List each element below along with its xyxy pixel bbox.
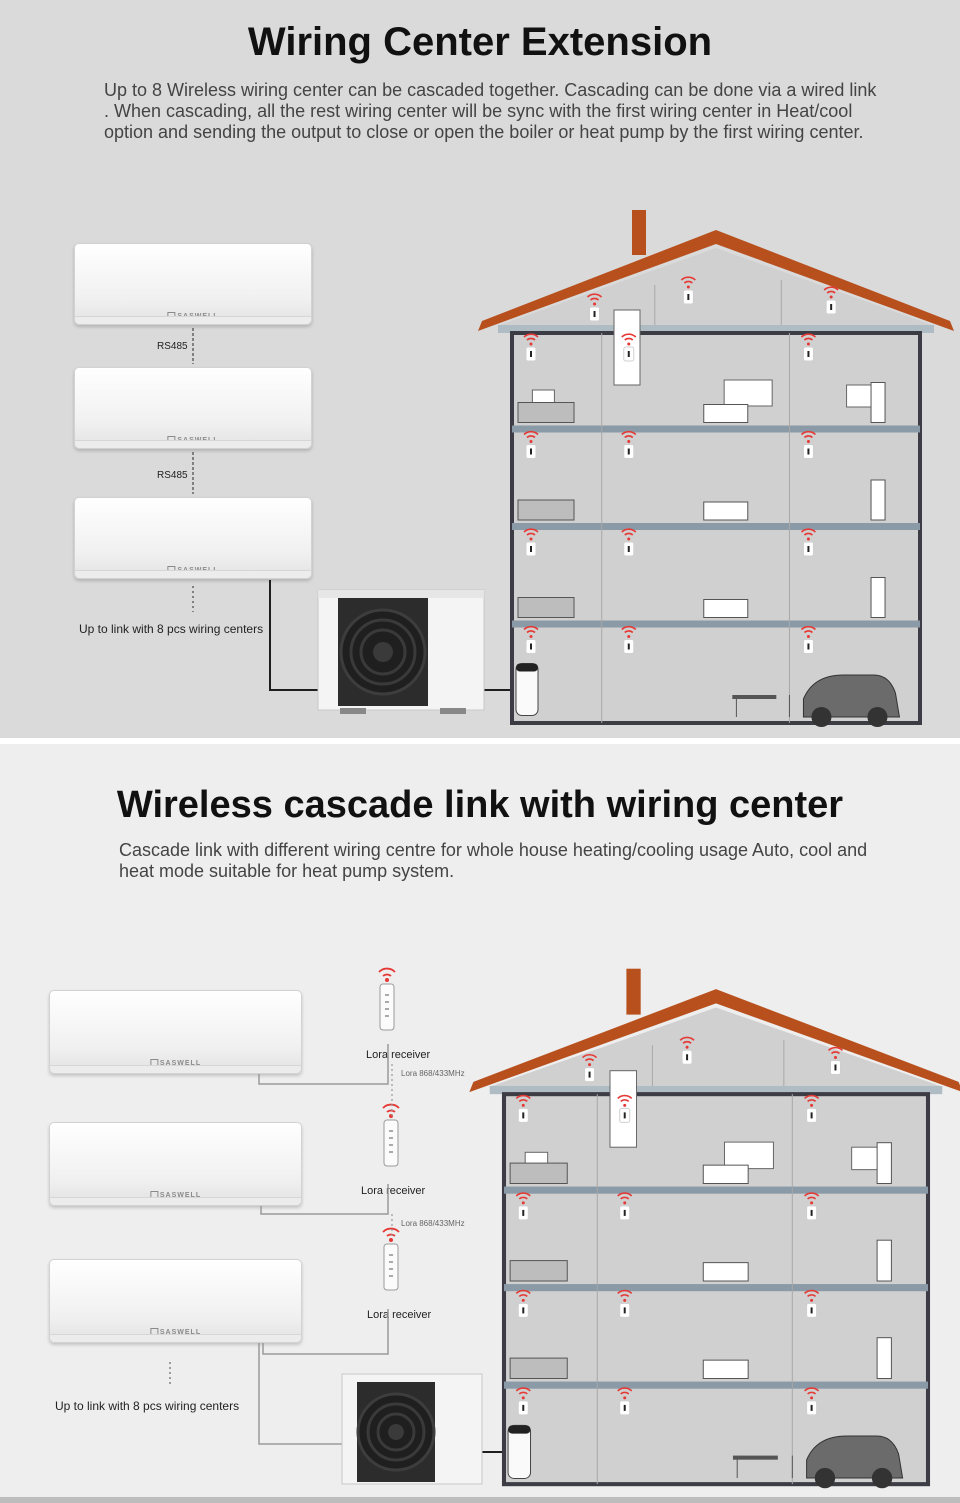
- wireless-cascade-panel: Wireless cascade link with wiring center…: [0, 744, 960, 1499]
- thermostat-icon: [823, 286, 839, 315]
- thermostat-icon: [515, 1387, 531, 1416]
- thermostat-icon: [804, 1387, 820, 1416]
- thermostat-icon: [582, 1053, 598, 1083]
- thermostat-icon: [800, 625, 816, 654]
- thermostat-icon: [523, 625, 539, 654]
- section-title: Wiring Center Extension: [247, 20, 713, 64]
- thermostat-icon: [804, 1289, 820, 1318]
- thermostat-icon: [515, 1094, 531, 1123]
- thermostat-icon: [617, 1387, 633, 1416]
- water-tank-icon: [507, 1424, 532, 1479]
- thermostat-icon: [515, 1192, 531, 1221]
- wiring-center-unit: SASWELL: [49, 990, 302, 1074]
- extension-note: Up to link with 8 pcs wiring centers: [55, 1399, 240, 1413]
- thermostat-icon: [621, 625, 637, 654]
- thermostat-icon: [804, 1192, 820, 1221]
- heat-pump-icon: [341, 1373, 483, 1485]
- thermostat-icon: [523, 430, 539, 459]
- thermostat-icon: [617, 1289, 633, 1318]
- thermostat-icon: [617, 1192, 633, 1221]
- thermostat-icon: [804, 1094, 820, 1123]
- thermostat-icon: [523, 333, 539, 362]
- wiring-center-unit: SASWELL: [49, 1122, 302, 1206]
- car-icon: [802, 674, 901, 727]
- car-icon: [806, 1435, 904, 1489]
- section-title: Wireless cascade link with wiring center: [116, 784, 844, 826]
- thermostat-icon: [679, 1036, 695, 1065]
- thermostat-icon: [617, 1094, 633, 1123]
- lora-receiver-label: Lora receiver: [367, 1309, 432, 1321]
- thermostat-icon: [523, 528, 539, 557]
- wiring-diagram-bottom: [169, 967, 960, 1489]
- frequency-label: Lora 868/433MHz: [401, 1069, 465, 1078]
- house-illustration: [469, 968, 960, 1489]
- rs485-label: RS485: [157, 341, 188, 352]
- wiring-diagram-top: [192, 210, 954, 727]
- heat-pump-icon: [317, 589, 485, 714]
- frequency-label: Lora 868/433MHz: [401, 1219, 465, 1228]
- thermostat-icon: [515, 1289, 531, 1318]
- thermostat-icon: [800, 528, 816, 557]
- wiring-extension-panel: Wiring Center Extension Up to 8 Wireless…: [0, 0, 960, 738]
- wiring-center-unit: SASWELL: [74, 243, 312, 325]
- thermostat-icon: [800, 430, 816, 459]
- water-tank-icon: [515, 663, 539, 716]
- wiring-center-unit: SASWELL: [74, 367, 312, 449]
- thermostat-icon: [621, 528, 637, 557]
- thermostat-icon: [621, 430, 637, 459]
- lora-receiver-icon: [382, 1103, 400, 1167]
- rs485-label: RS485: [157, 470, 188, 481]
- lora-receiver-icon: [378, 967, 396, 1031]
- thermostat-icon: [621, 333, 637, 362]
- thermostat-icon: [680, 276, 696, 305]
- bottom-divider: [0, 1497, 960, 1503]
- house-illustration: [478, 210, 954, 727]
- thermostat-icon: [800, 333, 816, 362]
- thermostat-icon: [586, 293, 603, 322]
- lora-receiver-icon: [382, 1227, 400, 1291]
- lora-receiver-label: Lora receiver: [361, 1185, 426, 1197]
- thermostat-icon: [827, 1046, 844, 1075]
- lora-receiver-label: Lora receiver: [366, 1049, 431, 1061]
- extension-note: Up to link with 8 pcs wiring centers: [79, 622, 264, 636]
- wiring-center-unit: SASWELL: [74, 497, 312, 579]
- wiring-center-unit: SASWELL: [49, 1259, 302, 1343]
- section-description: Cascade link with different wiring centr…: [119, 840, 868, 881]
- section-description: Up to 8 Wireless wiring center can be ca…: [104, 80, 877, 142]
